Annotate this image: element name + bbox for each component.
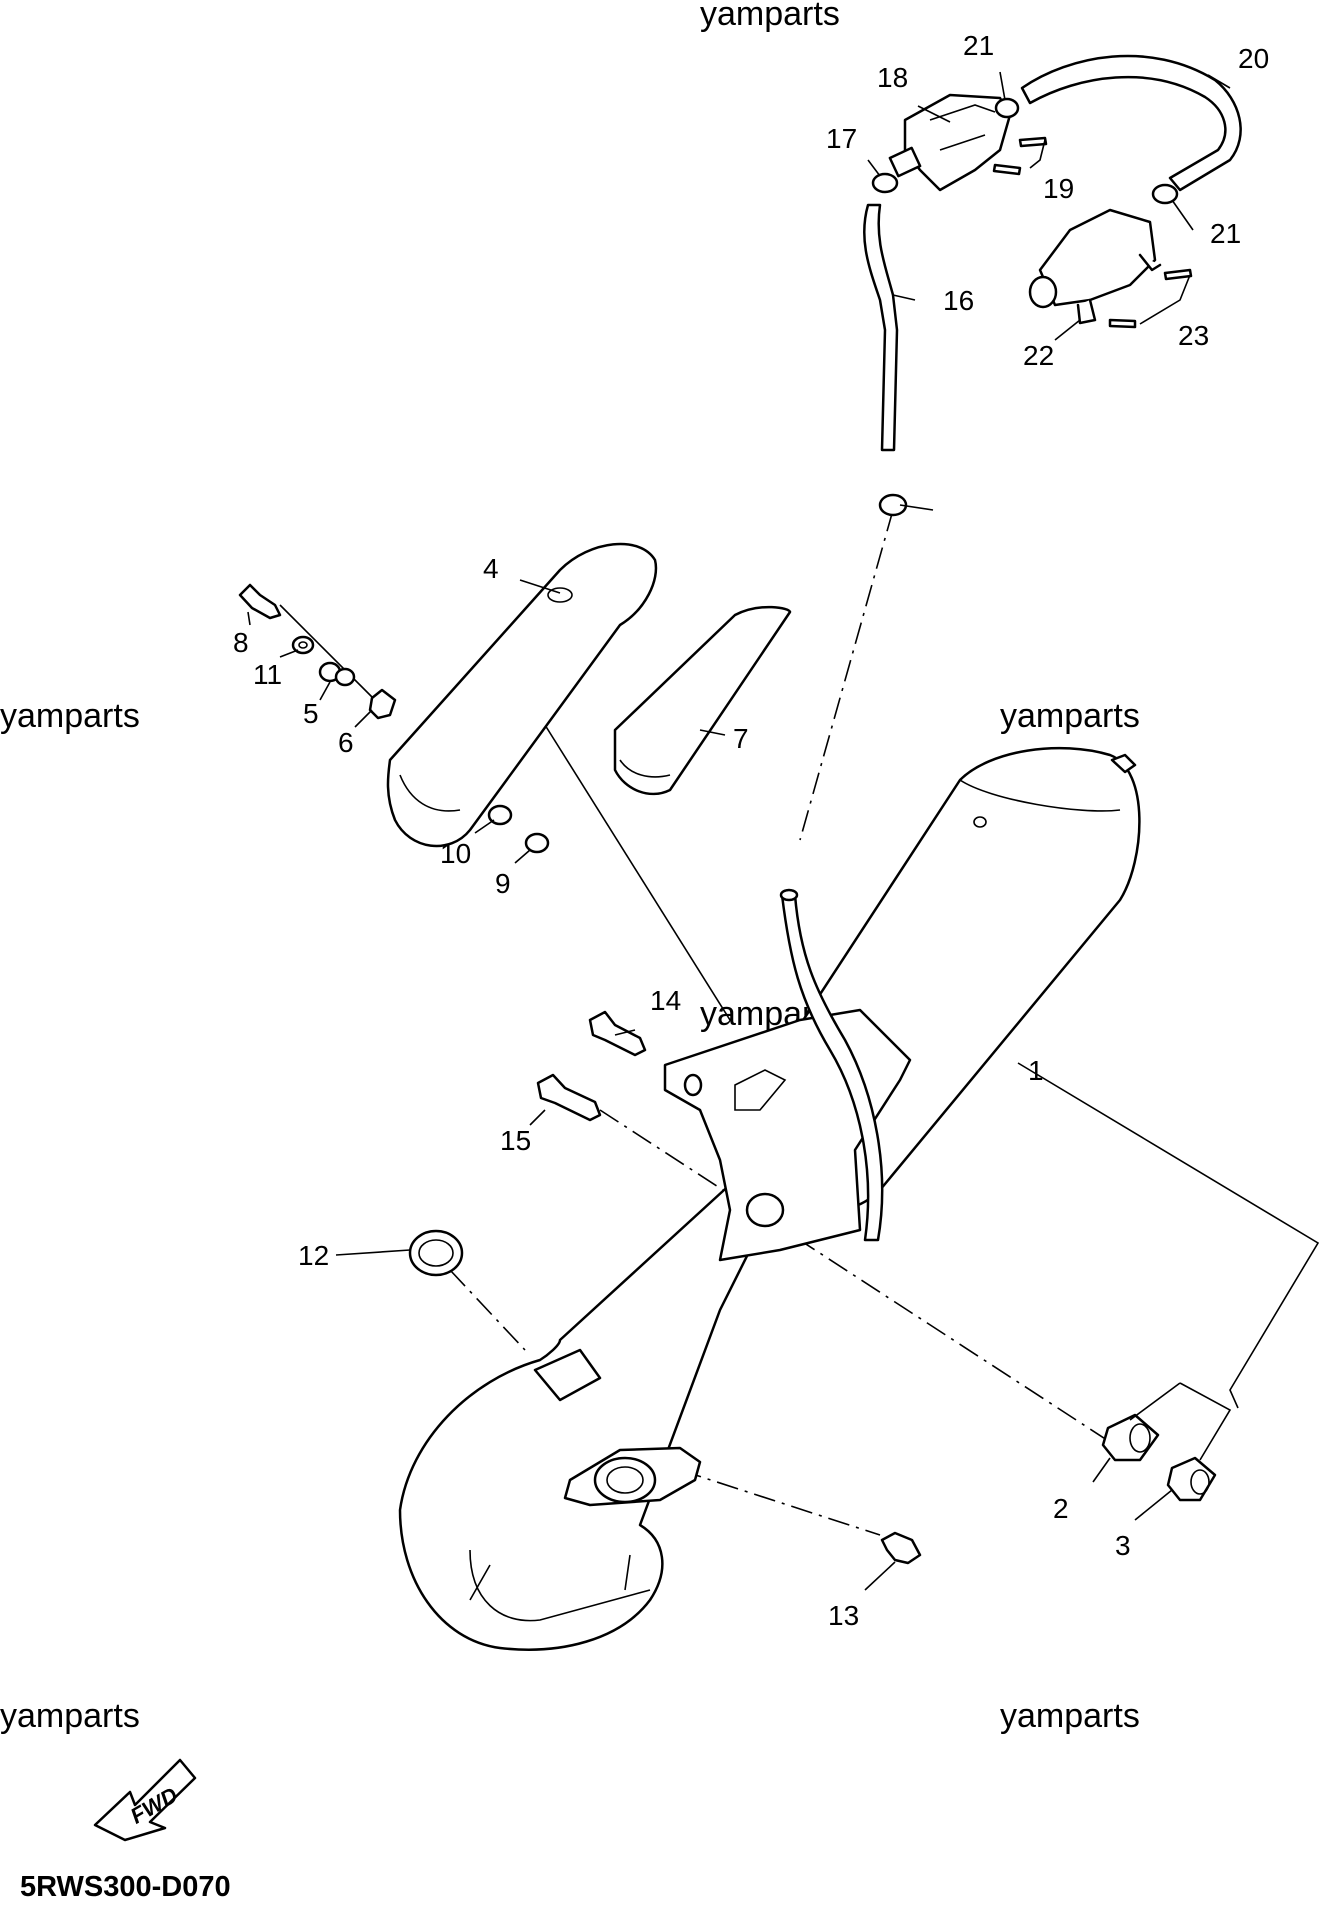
fwd-arrow-icon: FWD	[93, 1758, 197, 1842]
callout-14: 14	[650, 985, 681, 1016]
clamp-21-right	[1151, 183, 1179, 205]
reed-case-22	[1038, 208, 1157, 307]
callout-10: 10	[440, 838, 471, 869]
exhaust-pipe-inlet	[533, 1348, 602, 1402]
watermark-left-middle: yamparts	[0, 697, 140, 735]
callout-7: 7	[733, 723, 749, 754]
bushing-5b	[334, 667, 356, 687]
breather-tube	[780, 893, 884, 1242]
callout-21-top: 21	[963, 30, 994, 61]
hose-20	[1020, 54, 1242, 192]
screw-19-b	[992, 163, 1022, 176]
callout-1: 1	[1028, 1055, 1044, 1086]
screw-23-a	[1163, 268, 1193, 281]
watermark-right-bottom: yamparts	[1000, 1697, 1140, 1735]
bolt-13	[880, 1531, 922, 1565]
diagram-code: 5RWS300-D070	[20, 1871, 231, 1903]
callout-6: 6	[338, 727, 354, 758]
bolt-8	[238, 583, 282, 620]
callout-4: 4	[483, 553, 499, 584]
callout-23: 23	[1178, 320, 1209, 351]
callout-18: 18	[877, 62, 908, 93]
collar-6	[368, 688, 397, 720]
hose-16-clamp	[878, 493, 908, 517]
callout-17: 17	[826, 123, 857, 154]
callout-9: 9	[495, 868, 511, 899]
valve-outlet	[888, 146, 922, 178]
bolt-15	[536, 1073, 602, 1122]
heat-shield-4	[386, 542, 658, 848]
callout-19: 19	[1043, 173, 1074, 204]
air-valve-18	[903, 93, 1012, 192]
washer-11	[291, 635, 315, 655]
hose-16	[862, 203, 899, 452]
clamp-17	[871, 172, 899, 194]
assembly-line-bolt-8	[279, 604, 376, 701]
callout-21-right: 21	[1210, 218, 1241, 249]
callout-22: 22	[1023, 340, 1054, 371]
callout-2: 2	[1053, 1493, 1069, 1524]
callout-13: 13	[828, 1600, 859, 1631]
exhaust-pipe	[398, 1178, 782, 1651]
washer-10	[487, 804, 513, 826]
bolt-14	[588, 1010, 647, 1057]
washer-9	[524, 832, 550, 854]
watermark-left-bottom: yamparts	[0, 1697, 140, 1735]
assembly-line-gasket	[449, 1269, 526, 1351]
callout-5: 5	[303, 698, 319, 729]
watermark-top: yamparts	[700, 0, 840, 33]
clamp-21-top	[994, 97, 1020, 119]
callout-12: 12	[298, 1240, 329, 1271]
callout-8: 8	[233, 627, 249, 658]
assembly-line-flange-bolt	[679, 1469, 881, 1536]
callout-11: 11	[253, 659, 282, 690]
callout-15: 15	[500, 1125, 531, 1156]
assembly-line-cover-bolt	[544, 724, 731, 1021]
gasket-12	[408, 1229, 464, 1277]
protector-7	[613, 605, 792, 796]
assembly-line-hose	[799, 509, 894, 841]
assembly-line-rear-mount	[599, 1109, 1131, 1456]
screw-23-b	[1108, 318, 1137, 329]
screw-19-a	[1018, 136, 1048, 148]
callout-3: 3	[1115, 1530, 1131, 1561]
callout-16: 16	[943, 285, 974, 316]
watermark-right-middle: yamparts	[1000, 697, 1140, 735]
callout-20: 20	[1238, 43, 1269, 74]
